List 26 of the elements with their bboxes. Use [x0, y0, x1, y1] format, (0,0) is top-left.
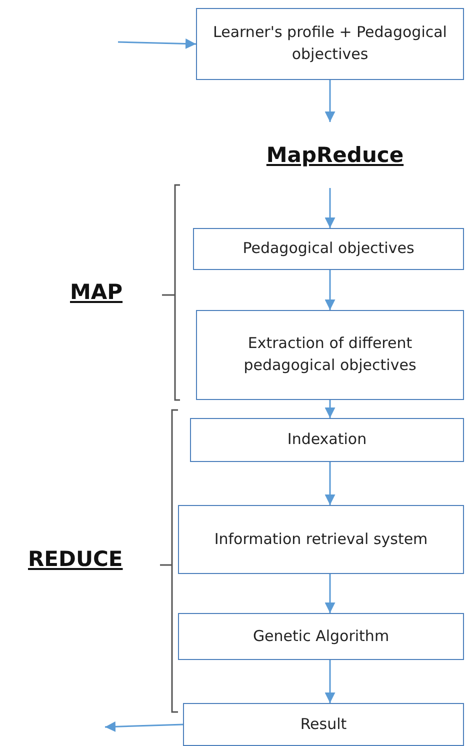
arrow	[324, 188, 336, 228]
arrow	[324, 80, 336, 122]
arrow	[118, 38, 196, 49]
process-box	[193, 228, 464, 270]
box-label: Indexation	[287, 429, 367, 450]
process-box	[183, 703, 464, 746]
box-label: Extraction of different pedagogical objectives	[242, 333, 418, 376]
box-label: Result	[300, 714, 347, 735]
process-box	[190, 418, 464, 462]
box-label: Information retrieval system	[214, 528, 428, 550]
box-label: Learner's profile + Pedagogical objectives	[212, 22, 448, 65]
arrow	[104, 721, 184, 732]
section-label: MAP	[70, 280, 123, 304]
box-label: Genetic Algorithm	[252, 626, 390, 647]
section-label: REDUCE	[28, 547, 123, 571]
arrow	[324, 270, 336, 310]
arrow	[324, 660, 336, 703]
process-box	[196, 8, 464, 80]
process-box	[196, 310, 464, 400]
arrow	[324, 574, 336, 613]
box-label: Pedagogical objectives	[242, 238, 414, 260]
process-box	[178, 505, 464, 574]
process-box	[178, 613, 464, 660]
heading-text: MapReduce	[266, 142, 404, 169]
arrow	[324, 400, 336, 418]
arrow	[324, 462, 336, 505]
